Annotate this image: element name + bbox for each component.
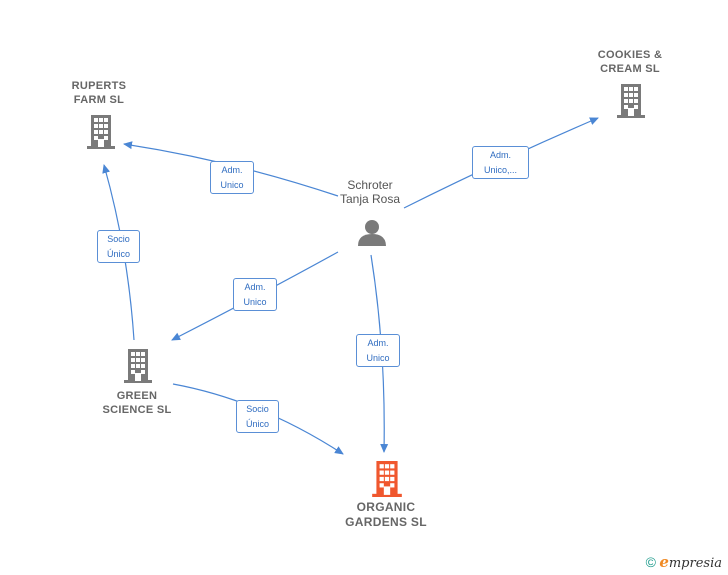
node-label-green[interactable]: GREEN SCIENCE SL <box>102 390 172 416</box>
node-label-organic[interactable]: ORGANIC GARDENS SL <box>345 500 427 529</box>
edge-label-green-ruperts: Socio Único <box>97 230 140 263</box>
green-building-icon[interactable] <box>124 349 152 383</box>
brand-logo-text: mpresia <box>668 556 722 571</box>
edge-label-green-organic: Socio Único <box>236 400 279 433</box>
person-icon[interactable] <box>358 220 386 246</box>
edge-label-person-cookies: Adm. Unico,... <box>472 146 529 179</box>
edge-label-person-green: Adm. Unico <box>233 278 277 311</box>
brand-footer: © empresia <box>646 553 722 571</box>
organic-building-icon[interactable] <box>372 461 402 497</box>
copyright-symbol: © <box>645 554 656 570</box>
node-label-cookies[interactable]: COOKIES & CREAM SL <box>597 49 663 75</box>
edge-label-person-organic: Adm. Unico <box>356 334 400 367</box>
edge-label-person-ruperts: Adm. Unico <box>210 161 254 194</box>
node-label-ruperts[interactable]: RUPERTS FARM SL <box>71 80 127 106</box>
ruperts-building-icon[interactable] <box>87 115 115 149</box>
cookies-building-icon[interactable] <box>617 84 645 118</box>
brand-logo-initial: e <box>659 553 669 571</box>
node-label-person[interactable]: Schroter Tanja Rosa <box>339 178 401 206</box>
